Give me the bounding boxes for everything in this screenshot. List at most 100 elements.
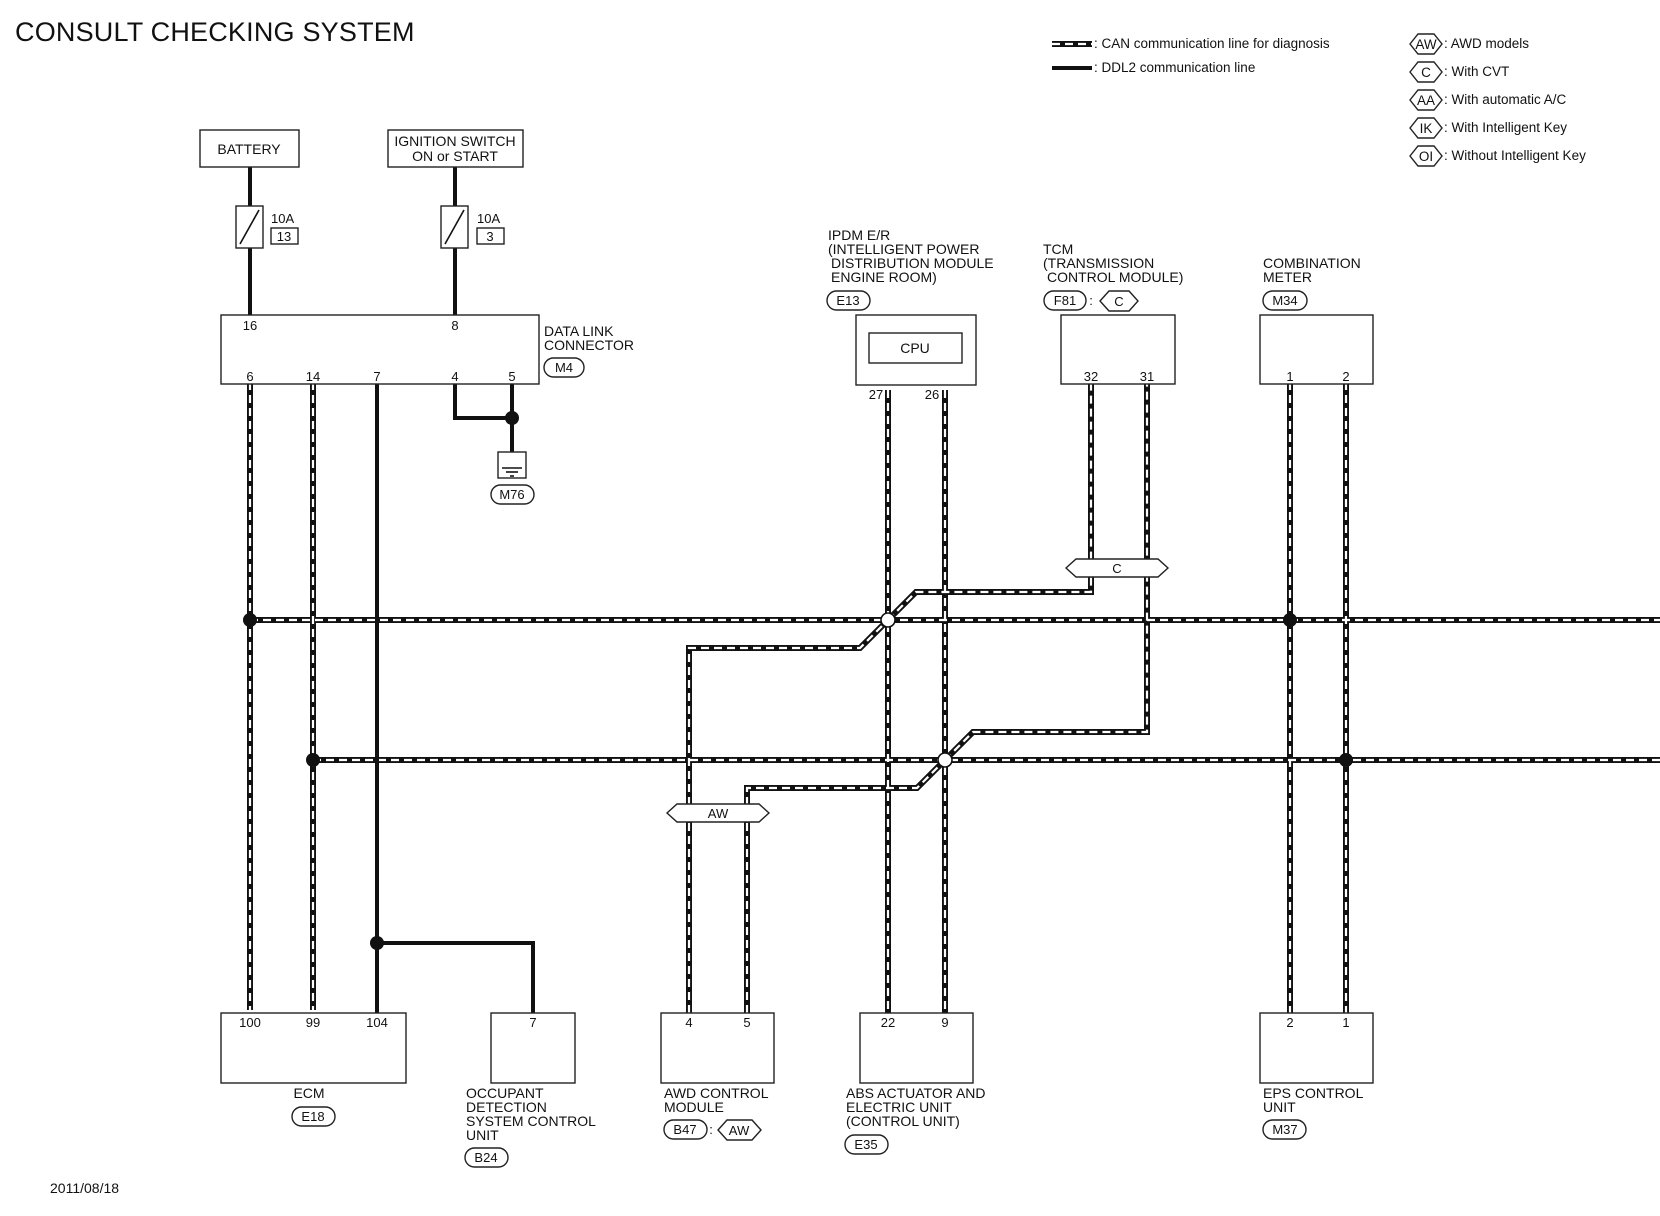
ignition-switch-state: ON or START: [412, 148, 498, 164]
can-line: [247, 382, 1660, 1013]
option-code-badge: [1064, 558, 1170, 578]
awd-marker: AW: [665, 803, 771, 823]
pin-label: 1: [1286, 369, 1293, 384]
pin-label: 26: [925, 387, 939, 402]
fuse-number: 13: [277, 229, 291, 244]
ddl2-line: [248, 160, 535, 1013]
option-legend-oi: OI : Without Intelligent Key: [1409, 145, 1586, 167]
tcm-label: TCM: [1043, 241, 1073, 257]
tcm-label-line3: CONTROL MODULE): [1047, 269, 1183, 285]
solid-wiring: [248, 160, 535, 1013]
connector-badge: [844, 1134, 889, 1155]
ods-label-line2: DETECTION: [466, 1099, 547, 1115]
splice-dot: [370, 936, 384, 950]
splice-dot: [1339, 753, 1353, 767]
fuse-number: 3: [486, 229, 493, 244]
awd-label-line2: MODULE: [664, 1099, 724, 1115]
connector-code: E18: [301, 1109, 324, 1124]
crossover-node: [937, 752, 953, 768]
connector-badge: [291, 1106, 336, 1127]
connector-code: B24: [474, 1150, 497, 1165]
splice-dot: [1283, 613, 1297, 627]
connector-code: B47: [673, 1122, 696, 1137]
abs-label-line3: (CONTROL UNIT): [846, 1113, 960, 1129]
occupant-detection-unit: 7 OCCUPANT DETECTION SYSTEM CONTROL UNIT…: [464, 1012, 596, 1168]
option-code: C: [1112, 561, 1121, 576]
ecm: 100 99 104 ECM E18: [220, 1012, 407, 1127]
eps-label-line2: UNIT: [1263, 1099, 1296, 1115]
ignition-switch-source: IGNITION SWITCH ON or START: [387, 129, 524, 168]
splice-dot: [505, 411, 519, 425]
option-legend-aa: AA : With automatic A/C: [1409, 89, 1567, 111]
fuse-icon: [235, 205, 264, 249]
crossover-node: [880, 612, 896, 628]
separator: :: [709, 1122, 713, 1137]
pin-label: 99: [306, 1015, 320, 1030]
pin-label: 9: [941, 1015, 948, 1030]
abs-box: [859, 1012, 974, 1084]
connector-code: E13: [836, 293, 859, 308]
option-code-badge: [1409, 33, 1443, 55]
diagram-title: CONSULT CHECKING SYSTEM: [15, 17, 415, 47]
meter-label-line2: METER: [1263, 269, 1312, 285]
awd-label: AWD CONTROL: [664, 1085, 769, 1101]
battery-fuse: 10A 13: [235, 205, 299, 249]
pin-label: 7: [373, 369, 380, 384]
connector-code: M76: [499, 487, 524, 502]
meter-box: [1259, 314, 1374, 385]
pin-label: 27: [869, 387, 883, 402]
pin-label: 6: [246, 369, 253, 384]
pin-label: 2: [1342, 369, 1349, 384]
abs-label-line2: ELECTRIC UNIT: [846, 1099, 952, 1115]
ground-icon: [497, 451, 527, 479]
option-code-badge: [1409, 89, 1443, 111]
connector-badge: [543, 357, 585, 378]
splice-dot: [243, 613, 257, 627]
connector-badge: [1262, 290, 1308, 311]
combination-meter: COMBINATION METER M34 1 2: [1259, 255, 1374, 385]
dlc-label-line2: CONNECTOR: [544, 337, 634, 353]
meter-label: COMBINATION: [1263, 255, 1361, 271]
connector-code: M34: [1272, 293, 1297, 308]
line-legend: : CAN communication line for diagnosis :…: [1052, 36, 1330, 75]
pin-label: 4: [685, 1015, 692, 1030]
pin-label: 14: [306, 369, 320, 384]
option-legend-aw: AW : AWD models: [1409, 33, 1529, 55]
tcm: TCM (TRANSMISSION CONTROL MODULE) F81 : …: [1043, 241, 1183, 385]
option-code-badge: [1099, 290, 1139, 312]
connector-code: M37: [1272, 1122, 1297, 1137]
cvt-marker: C: [1064, 558, 1170, 578]
ods-label-line4: UNIT: [466, 1127, 499, 1143]
ecm-box: [220, 1012, 407, 1084]
connector-badge: [663, 1119, 708, 1140]
ignition-switch-label: IGNITION SWITCH: [394, 133, 515, 149]
connector-code: M4: [555, 360, 573, 375]
eps-label: EPS CONTROL: [1263, 1085, 1364, 1101]
fuse-number-box: [476, 227, 505, 245]
option-legend-ik: IK : With Intelligent Key: [1409, 117, 1567, 139]
connector-badge: [464, 1147, 509, 1168]
fuse-rating: 10A: [477, 211, 500, 226]
dlc-box: [220, 314, 540, 385]
battery-source: BATTERY: [199, 129, 300, 168]
option-code-badge: [717, 1119, 762, 1141]
option-code: AW: [729, 1123, 750, 1138]
ipdm-label-line4: ENGINE ROOM): [831, 269, 937, 285]
pin-label: 32: [1084, 369, 1098, 384]
ipdm-label: IPDM E/R: [828, 227, 890, 243]
eps-control-unit: 2 1 EPS CONTROL UNIT M37: [1259, 1012, 1374, 1140]
option-desc-c: : With CVT: [1444, 64, 1509, 79]
option-code: C: [1114, 294, 1123, 309]
option-desc-aw: : AWD models: [1444, 36, 1529, 51]
ods-label: OCCUPANT: [466, 1085, 544, 1101]
option-code: AW: [708, 806, 729, 821]
option-desc-ik: : With Intelligent Key: [1444, 120, 1567, 135]
option-code-aa: AA: [1417, 93, 1435, 108]
tcm-box: [1060, 314, 1176, 385]
splice-dot: [306, 753, 320, 767]
pin-label: 4: [451, 369, 458, 384]
option-desc-oi: : Without Intelligent Key: [1444, 148, 1586, 163]
option-code-aw: AW: [1415, 37, 1437, 52]
option-code-badge: [1409, 117, 1443, 139]
connector-badge: [490, 484, 535, 505]
